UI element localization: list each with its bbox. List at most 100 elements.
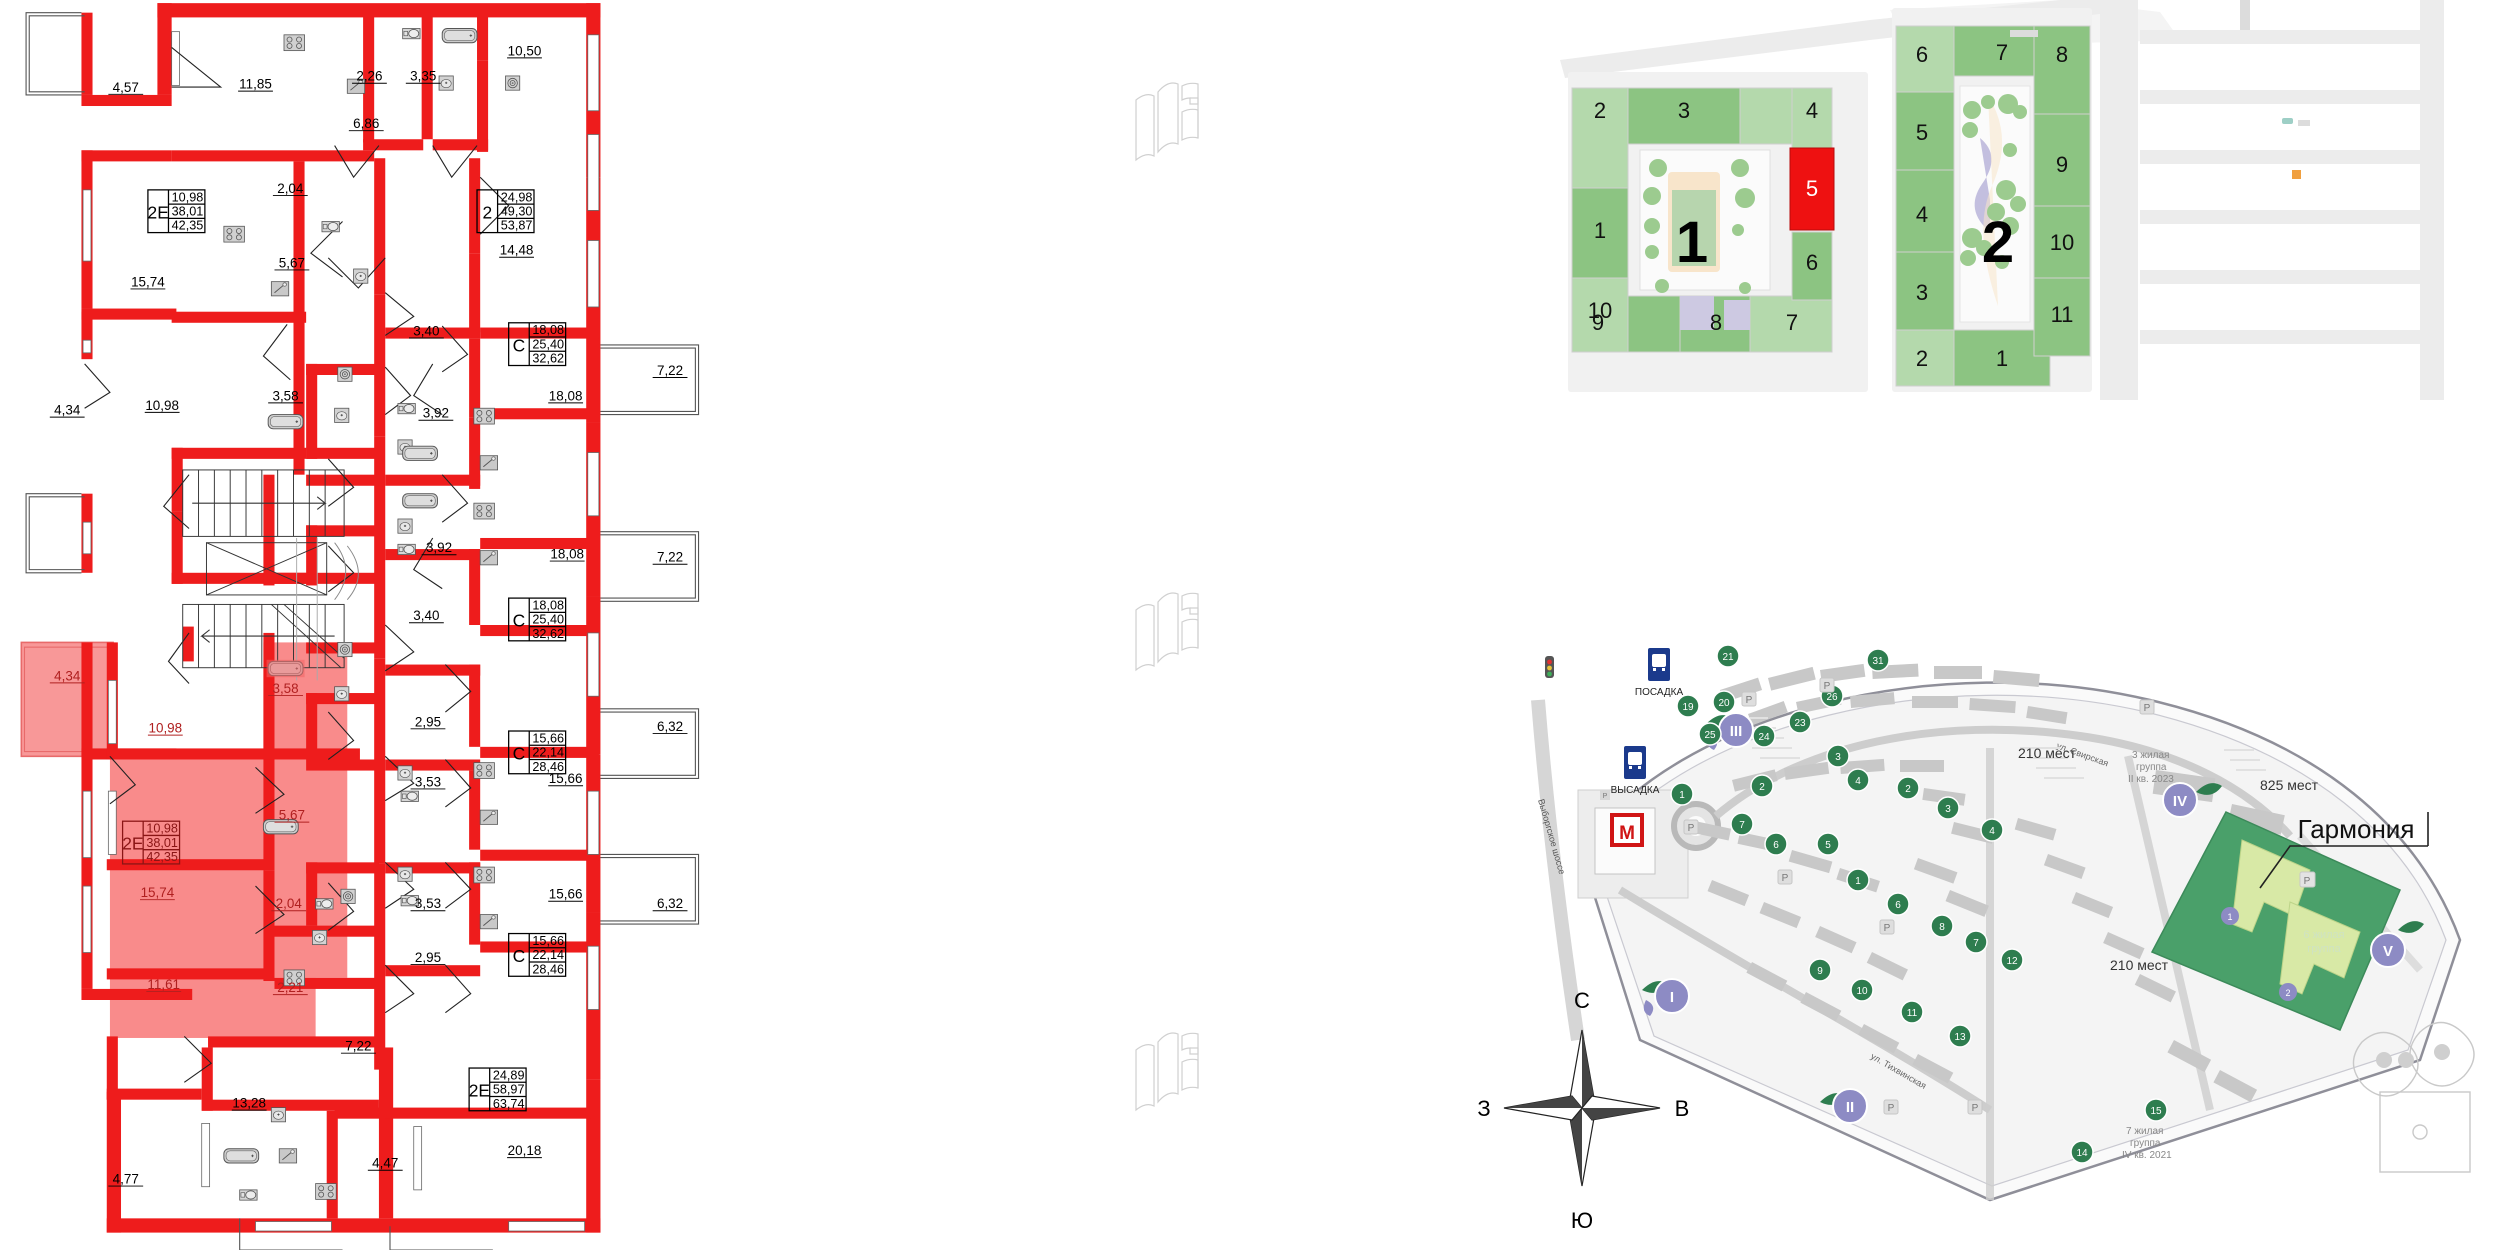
apartment-type-badges: 2Е10,9838,0142,35224,9849,3053,87С18,082… (121, 189, 567, 1112)
house-marker[interactable]: 23 (1788, 710, 1812, 734)
house-marker[interactable]: 3 (1826, 744, 1850, 768)
svg-text:19: 19 (1682, 702, 1694, 713)
bus-stop-label-vysadka: ВЫСАДКА (1611, 785, 1660, 796)
apartment-area: 58,97 (493, 1083, 525, 1097)
house-marker[interactable]: 1 (1670, 782, 1694, 806)
house-marker[interactable]: 5 (1816, 832, 1840, 856)
house-marker[interactable]: 9 (1808, 958, 1832, 982)
apartment-area: 38,01 (146, 836, 178, 850)
svg-text:III: III (1730, 723, 1743, 740)
room-area-15-74: 15,74 (131, 274, 165, 289)
block2-courtyard (1959, 85, 2031, 323)
svg-text:II: II (1846, 1099, 1854, 1116)
site-building-number: 9 (1592, 310, 1604, 335)
selected-bath (266, 659, 305, 678)
balcony-outlines (25, 12, 700, 1250)
watermark-logo-2 (1130, 570, 1220, 680)
compass-south: Ю (1571, 1208, 1593, 1233)
room-area-15-66: 15,66 (549, 771, 583, 786)
house-marker[interactable]: 6 (1764, 832, 1788, 856)
room-area-4-47: 4,47 (372, 1156, 398, 1171)
house-marker[interactable]: 2 (1896, 776, 1920, 800)
bus-stop-label-posadka: ПОСАДКА (1635, 687, 1684, 698)
selected-building[interactable] (1789, 147, 1835, 231)
apartment-living-area: 15,66 (532, 731, 564, 745)
room-area-10-98: 10,98 (148, 721, 182, 736)
block2-buildings[interactable] (1895, 25, 2091, 387)
house-marker[interactable]: 6 (1886, 892, 1910, 916)
house-marker[interactable]: 7 (1964, 930, 1988, 954)
svg-text:26: 26 (1826, 692, 1838, 703)
block1-courtyard (1639, 149, 1771, 330)
svg-text:IV: IV (2173, 793, 2187, 810)
room-area-18-08: 18,08 (550, 547, 584, 562)
compass-rose: С Ю З В (1470, 940, 1700, 1240)
room-area-14-48: 14,48 (500, 243, 534, 258)
room-area-2-04: 2,04 (276, 896, 303, 911)
svg-text:2: 2 (1759, 782, 1765, 793)
room-area-3-58: 3,58 (272, 681, 298, 696)
parking-badges: P P P P P P P P (1683, 677, 2155, 1115)
site-building-number: 5 (1916, 120, 1928, 145)
harmony-highlight[interactable]: 1 2 6 жилая группа P (2150, 811, 2401, 1031)
house-marker[interactable]: 25 (1698, 722, 1722, 746)
apartment-total-area: 42,35 (172, 219, 204, 233)
house-marker[interactable]: 10 (1850, 978, 1874, 1002)
svg-text:7 жилая: 7 жилая (2126, 1126, 2163, 1137)
svg-text:10: 10 (1856, 986, 1868, 997)
room-area-6-32: 6,32 (657, 719, 683, 734)
house-marker[interactable]: 8 (1930, 914, 1954, 938)
house-marker[interactable]: 2 (1750, 774, 1774, 798)
car-icon (2282, 118, 2293, 124)
house-marker[interactable]: 3 (1936, 796, 1960, 820)
watermark-logo-1 (1130, 60, 1220, 170)
room-area-3-92: 3,92 (423, 406, 449, 421)
room-area-15-74: 15,74 (141, 885, 175, 900)
svg-text:5: 5 (1825, 840, 1831, 851)
house-marker[interactable]: 21 (1716, 644, 1740, 668)
apartment-total-area: 63,74 (493, 1097, 525, 1111)
room-area-2-26: 2,26 (356, 69, 382, 84)
svg-text:15: 15 (2150, 1106, 2162, 1117)
house-marker[interactable]: 19 (1676, 694, 1700, 718)
house-marker[interactable]: 31 (1866, 648, 1890, 672)
house-marker[interactable]: 20 (1712, 690, 1736, 714)
svg-text:9: 9 (1817, 966, 1823, 977)
svg-text:группа: группа (2136, 762, 2167, 773)
house-marker[interactable]: 11 (1900, 1000, 1924, 1024)
svg-text:P: P (2304, 876, 2311, 887)
svg-text:14: 14 (2076, 1148, 2088, 1159)
room-area-3-40: 3,40 (413, 608, 439, 623)
harmony-callout: Гармония (2259, 812, 2429, 889)
apartment-living-area: 10,98 (146, 822, 178, 836)
site-building-number: 10 (1588, 298, 1612, 323)
house-marker[interactable]: 24 (1752, 724, 1776, 748)
apartment-area: 49,30 (501, 205, 533, 219)
site-misc (2010, 0, 2310, 126)
house-marker[interactable]: 15 (2144, 1098, 2168, 1122)
house-marker[interactable]: 12 (2000, 948, 2024, 972)
apartment-area: 22,14 (532, 948, 564, 962)
svg-text:12: 12 (2006, 956, 2018, 967)
house-marker[interactable]: 7 (1730, 812, 1754, 836)
house-marker[interactable]: 14 (2070, 1140, 2094, 1164)
room-area-11-61: 11,61 (147, 977, 180, 992)
compass-west: З (1477, 1096, 1490, 1121)
house-marker[interactable]: 4 (1980, 818, 2004, 842)
apartment-type: С (513, 611, 526, 631)
site-building-number: 7 (1786, 310, 1798, 335)
apartment-area: 25,40 (532, 337, 564, 351)
phase-markers[interactable]: III I II IV V (1642, 712, 2424, 1124)
room-area-3-53: 3,53 (415, 774, 441, 789)
block1-buildings[interactable] (1571, 87, 1835, 353)
svg-text:8: 8 (1939, 922, 1945, 933)
house-marker[interactable]: 1 (1846, 868, 1870, 892)
house-marker[interactable]: 4 (1846, 768, 1870, 792)
house-marker[interactable]: 13 (1948, 1024, 1972, 1048)
apartment-living-area: 24,89 (493, 1068, 525, 1082)
